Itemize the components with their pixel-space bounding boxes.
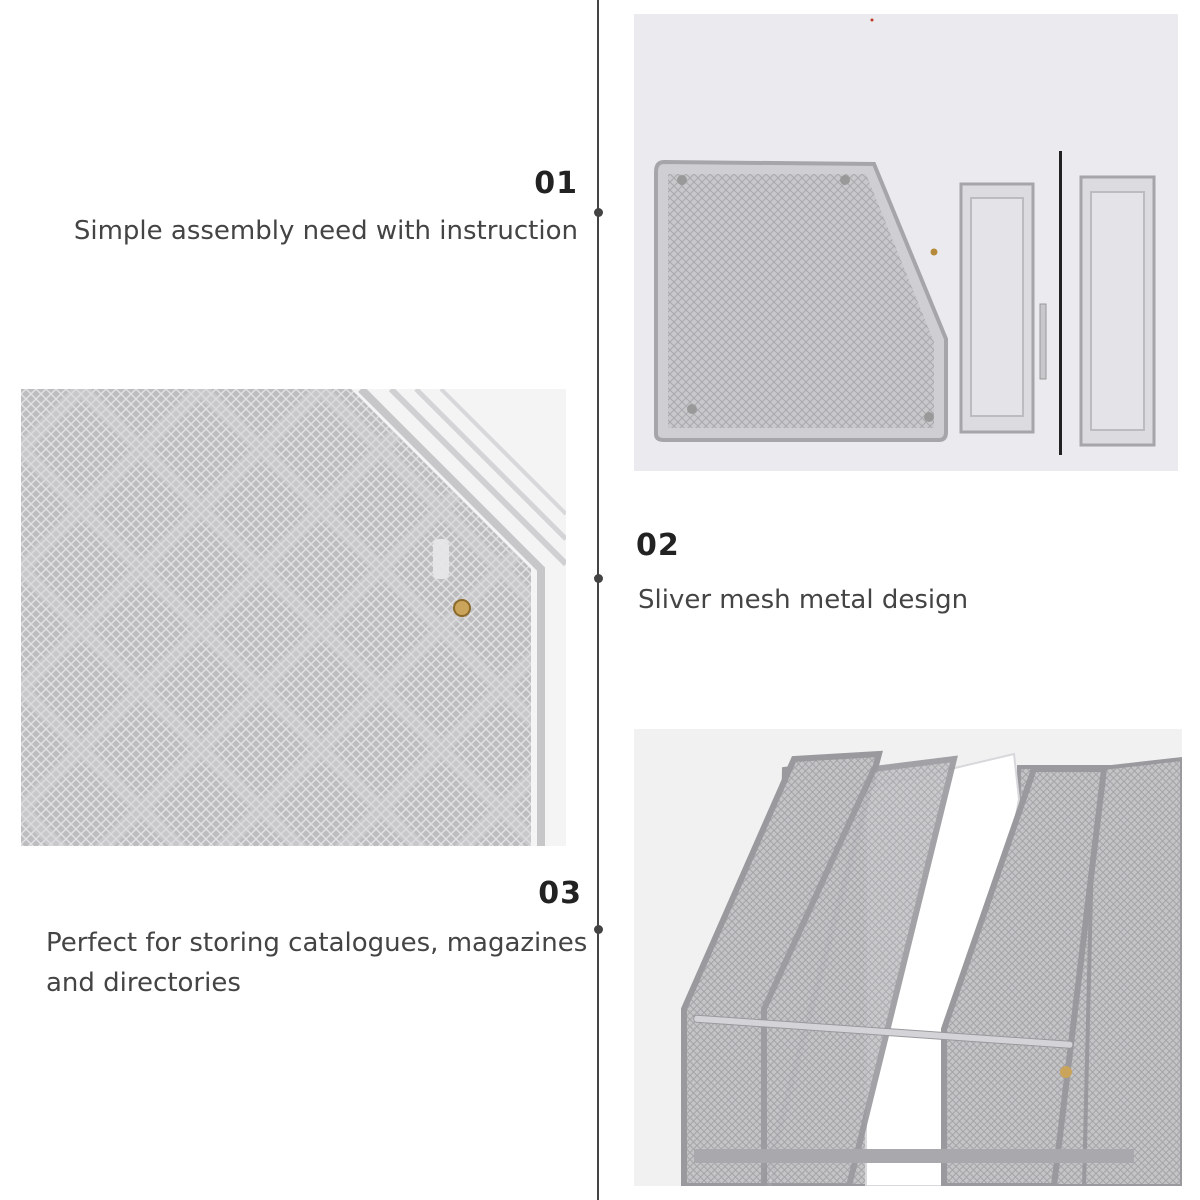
timeline-dot-2	[594, 574, 603, 583]
assembly-parts-photo	[634, 14, 1178, 471]
mesh-closeup-photo	[21, 389, 566, 846]
timeline-dot-3	[594, 925, 603, 934]
feature-text-1: Simple assembly need with instruction	[73, 216, 578, 246]
feature-number-2: 02	[636, 528, 680, 563]
timeline-line	[597, 0, 599, 1200]
magazine-holder-photo	[634, 729, 1182, 1186]
feature-number-1: 01	[534, 166, 578, 201]
feature-text-3a: Perfect for storing catalogues, magazine…	[46, 928, 588, 958]
feature-text-2: Sliver mesh metal design	[638, 585, 969, 615]
feature-text-3b: and directories	[46, 968, 241, 998]
feature-number-3: 03	[538, 876, 582, 911]
timeline-dot-1	[594, 208, 603, 217]
